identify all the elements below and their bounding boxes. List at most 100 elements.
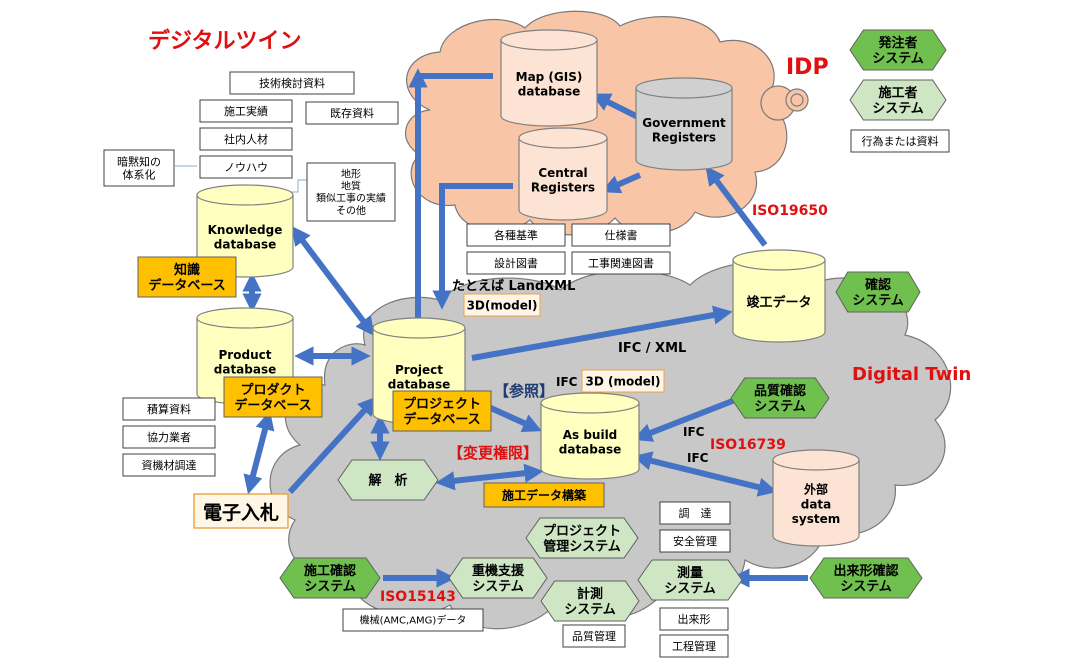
doc-label: 技術検討資料 bbox=[259, 76, 325, 90]
doc-label: 協力業者 bbox=[147, 431, 191, 444]
hex-label: 計測システム bbox=[564, 586, 616, 618]
doc-partners: 協力業者 bbox=[122, 425, 216, 449]
arrow-quality-asbuild bbox=[632, 397, 737, 442]
doc-label: 安全管理 bbox=[673, 534, 717, 548]
hex-label: 確認システム bbox=[852, 277, 904, 309]
hex-label: プロジェクト管理システム bbox=[543, 524, 621, 555]
arrow-central-to-project bbox=[432, 183, 513, 310]
system-measurement: 計測システム bbox=[540, 580, 640, 622]
doc-label: 3D (model) bbox=[585, 374, 660, 388]
orange-knowledge-db: 知識データベース bbox=[137, 256, 237, 298]
arrow-gov-to-gis bbox=[591, 93, 640, 120]
legend-orderer-system: 発注者システム bbox=[849, 29, 947, 71]
doc-technical-review: 技術検討資料 bbox=[229, 71, 355, 95]
doc-label: 調 達 bbox=[679, 506, 712, 520]
system-quality-confirmation: 品質確認システム bbox=[730, 377, 830, 419]
hex-label: 発注者システム bbox=[872, 35, 924, 67]
label-ifc-xml: IFC / XML bbox=[618, 341, 686, 356]
system-surveying: 測量システム bbox=[637, 559, 743, 601]
cylinder-label: 竣工データ bbox=[746, 295, 811, 311]
hex-label: 出来形確認システム bbox=[833, 563, 898, 595]
label-iso16739: ISO16739 bbox=[710, 437, 786, 453]
orange-label: プロダクトデータベース bbox=[234, 382, 311, 414]
label-change-authority: 【変更権限】 bbox=[448, 444, 538, 462]
arrow-gov-to-central bbox=[600, 172, 642, 194]
doc-internal-staff: 社内人材 bbox=[199, 127, 293, 151]
label-landxml: たとえば LandXML bbox=[452, 279, 575, 294]
system-heavy-machinery: 重機支援システム bbox=[448, 557, 548, 599]
arrow-asbuild-external bbox=[632, 451, 778, 497]
arrow-knowledge-project bbox=[291, 225, 375, 337]
doc-construction-record: 施工実績 bbox=[199, 99, 293, 123]
system-confirmation: 確認システム bbox=[835, 271, 921, 313]
arrow-asbuilt-to-gov bbox=[705, 165, 768, 247]
doc-label: 工程管理 bbox=[672, 639, 716, 653]
label-ifc-c: IFC bbox=[687, 451, 709, 465]
orange-product-db: プロダクトデータベース bbox=[223, 376, 323, 418]
orange-label: 施工データ構築 bbox=[502, 487, 587, 502]
label-iso19650: ISO19650 bbox=[752, 203, 828, 219]
doc-label: 積算資料 bbox=[147, 402, 191, 416]
doc-safety-management: 安全管理 bbox=[659, 529, 731, 553]
doc-label: 3D(model) bbox=[467, 298, 538, 312]
title-digital-twin-en: Digital Twin bbox=[852, 364, 971, 385]
doc-label: 各種基準 bbox=[494, 228, 538, 242]
doc-model-3d: 3D(model) bbox=[463, 293, 541, 317]
doc-construction-drawings: 工事関連図書 bbox=[571, 251, 671, 275]
doc-estimate: 積算資料 bbox=[122, 397, 216, 421]
cylinder-map-gis: Map (GIS)database bbox=[500, 29, 598, 127]
doc-quality-management: 品質管理 bbox=[562, 624, 626, 648]
doc-label: 地形地質類似工事の実績その他 bbox=[316, 167, 386, 217]
label-ifc-b: IFC bbox=[683, 425, 705, 439]
doc-label: 既存資料 bbox=[330, 106, 374, 120]
legend-contractor-system: 施工者システム bbox=[849, 79, 947, 121]
doc-label: 出来形 bbox=[678, 612, 711, 626]
doc-finished-shape: 出来形 bbox=[659, 607, 729, 631]
doc-label: 品質管理 bbox=[572, 629, 616, 643]
legend-label: 行為または資料 bbox=[862, 134, 939, 148]
system-construction-confirmation: 施工確認システム bbox=[279, 557, 381, 599]
doc-label: 資機材調達 bbox=[142, 458, 197, 472]
e-bidding-box: 電子入札 bbox=[193, 493, 289, 529]
title-digital-twin-jp: デジタルツイン bbox=[148, 28, 302, 54]
label-iso15143: ISO15143 bbox=[380, 589, 456, 605]
label-ifc-a: IFC bbox=[556, 375, 578, 389]
doc-label: 仕様書 bbox=[605, 228, 638, 242]
arrow-asbuild-analysis bbox=[435, 463, 544, 491]
hex-label: 測量システム bbox=[664, 565, 716, 597]
doc-tacit-knowledge: 暗黙知の体系化 bbox=[103, 149, 175, 187]
doc-label: ノウハウ bbox=[224, 161, 268, 174]
orange-label: プロジェクトデータベース bbox=[403, 397, 481, 428]
orange-project-db: プロジェクトデータベース bbox=[392, 390, 492, 432]
doc-standards: 各種基準 bbox=[466, 223, 566, 247]
doc-material-procurement: 資機材調達 bbox=[122, 453, 216, 477]
doc-label: 工事関連図書 bbox=[588, 256, 654, 270]
system-analysis: 解 析 bbox=[337, 459, 439, 501]
doc-procurement: 調 達 bbox=[659, 501, 731, 525]
doc-label: 施工実績 bbox=[224, 104, 268, 118]
doc-existing-materials: 既存資料 bbox=[305, 101, 399, 125]
label-reference: 【参照】 bbox=[494, 382, 554, 400]
legend-action-or-document: 行為または資料 bbox=[850, 129, 950, 153]
doc-label: 暗黙知の体系化 bbox=[117, 154, 161, 181]
e-bidding-text: 電子入札 bbox=[203, 501, 279, 524]
arrow-project-asbuilt-data bbox=[471, 305, 733, 361]
doc-process-management: 工程管理 bbox=[659, 634, 729, 658]
hex-label: 重機支援システム bbox=[472, 563, 525, 595]
orange-label: 知識データベース bbox=[148, 262, 225, 294]
cylinder-as-built-data: 竣工データ bbox=[732, 249, 826, 343]
title-idp: IDP bbox=[786, 55, 829, 80]
